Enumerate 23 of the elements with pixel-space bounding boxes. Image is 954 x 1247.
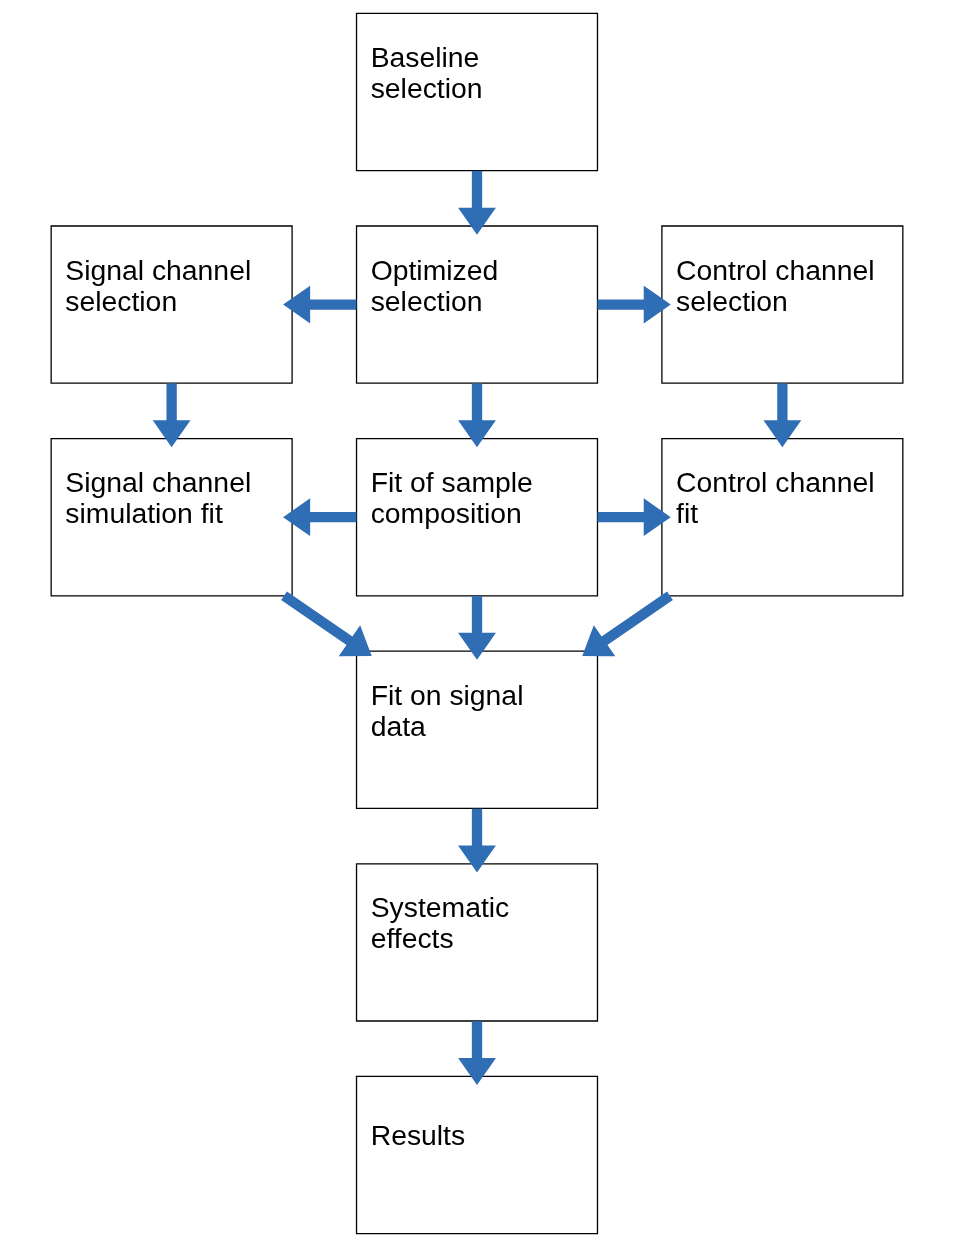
arrow [763,383,802,448]
arrow [283,498,357,537]
node-box: Control channel fit [661,437,904,597]
arrow [458,808,496,873]
node-box: Fit of sample composition [355,437,599,597]
node-box: Systematic effects [355,863,599,1022]
arrow [281,591,372,657]
arrow [283,285,357,324]
node-box: Baseline selection [355,12,599,172]
node-box: Control channel selection [661,225,904,384]
node-box: Results [355,1075,599,1235]
node-box: Fit on signal data [355,650,599,810]
node-box: Signal channel simulation fit [50,437,293,597]
arrow [582,591,673,657]
arrow [597,498,671,537]
arrow [458,170,496,235]
node-box: Optimized selection [355,225,599,384]
arrow [152,383,191,448]
arrow [458,383,496,448]
arrow [458,1021,496,1086]
node-box: Signal channel selection [50,225,293,384]
arrow [597,285,671,324]
arrow [458,596,496,660]
